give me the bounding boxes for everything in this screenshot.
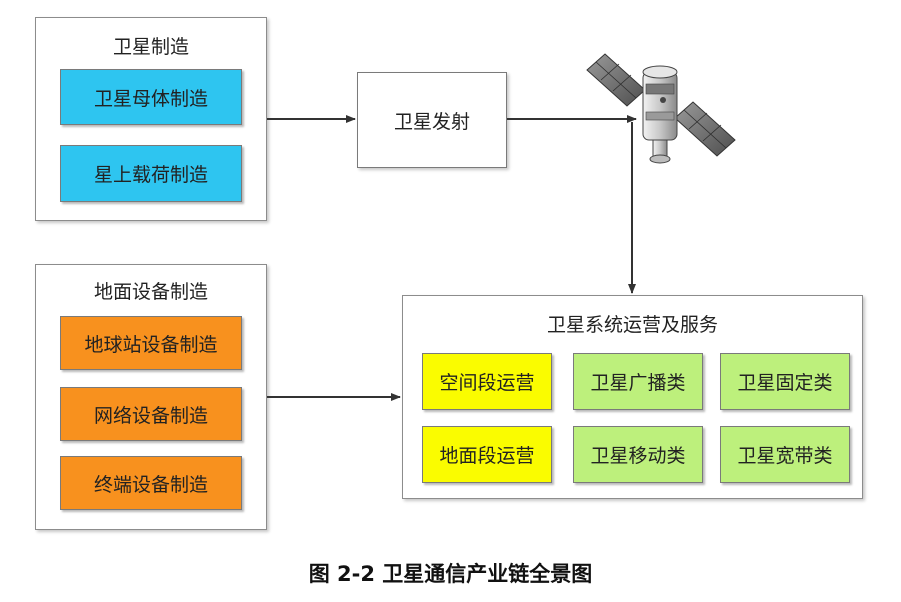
satellite-launch-box: 卫星发射 — [357, 72, 507, 168]
figure-caption: 图 2-2 卫星通信产业链全景图 — [308, 562, 593, 586]
terminal-equipment-box: 终端设备制造 — [60, 456, 242, 510]
satellite-body — [642, 65, 678, 164]
satellite-manufacturing-title: 卫星制造 — [112, 36, 189, 58]
satellite-fixed-box: 卫星固定类 — [720, 353, 850, 410]
ground-equipment-panel: 地面设备制造 地球站设备制造 网络设备制造 终端设备制造 — [35, 264, 267, 530]
satellite-icon — [586, 53, 736, 164]
satellite-manufacturing-panel: 卫星制造 卫星母体制造 星上载荷制造 — [35, 17, 267, 221]
satellite-broadcast-box: 卫星广播类 — [573, 353, 703, 410]
ground-equipment-title: 地面设备制造 — [93, 281, 208, 303]
solar-panel-right — [674, 101, 736, 157]
operations-services-panel: 卫星系统运营及服务 空间段运营 卫星广播类 卫星固定类 地面段运营 卫星移动类 … — [402, 295, 863, 499]
satellite-bus-manufacturing-box: 卫星母体制造 — [60, 69, 242, 125]
satellite-mobile-box: 卫星移动类 — [573, 426, 703, 483]
payload-manufacturing-box: 星上载荷制造 — [60, 145, 242, 202]
earth-station-equipment-box: 地球站设备制造 — [60, 316, 242, 370]
space-segment-operations-box: 空间段运营 — [422, 353, 552, 410]
ground-segment-operations-box: 地面段运营 — [422, 426, 552, 483]
satellite-broadband-box: 卫星宽带类 — [720, 426, 850, 483]
network-equipment-box: 网络设备制造 — [60, 387, 242, 441]
operations-services-title: 卫星系统运营及服务 — [546, 314, 718, 336]
solar-panel-left — [586, 53, 646, 107]
